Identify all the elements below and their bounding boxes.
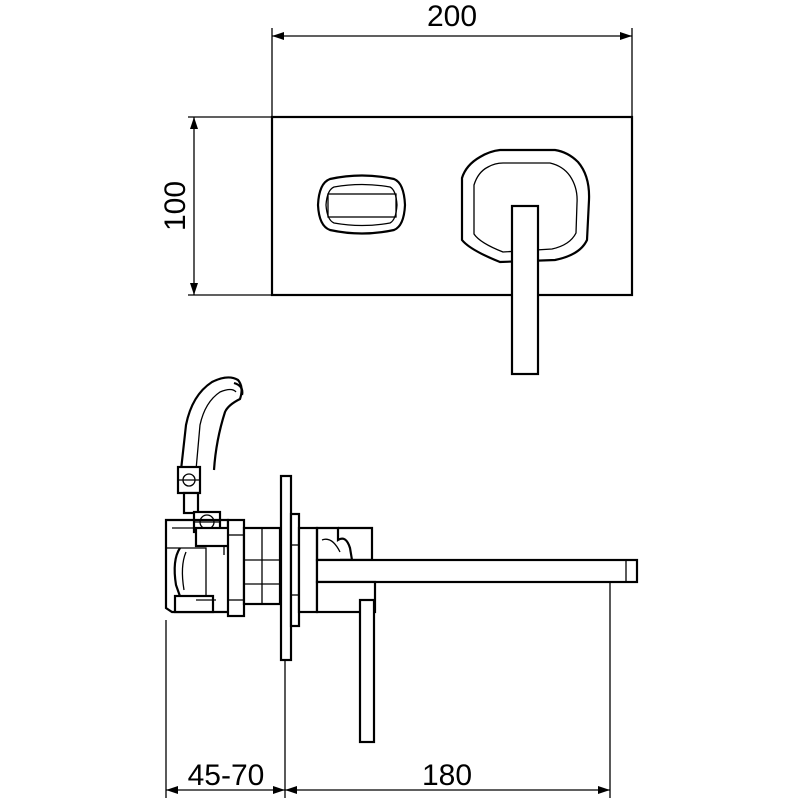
side-lever-handle <box>358 598 376 744</box>
supply-fittings <box>176 465 222 534</box>
wall-plate <box>270 115 634 297</box>
dimension-label-spout-projection: 180 <box>422 759 472 792</box>
lever-handle <box>510 204 540 376</box>
supply-pipe <box>179 376 244 471</box>
mixer-body <box>297 526 374 614</box>
valve-body <box>164 518 246 618</box>
dimension-label-plate-height: 100 <box>159 181 192 231</box>
dimension-label-wall-depth: 45-70 <box>188 759 265 792</box>
front-view: 200 100 <box>159 0 634 376</box>
wall-plate-edge <box>279 474 301 662</box>
side-view: 45-70 180 <box>164 376 639 798</box>
handle-rosette <box>460 148 591 264</box>
dimension-label-plate-width: 200 <box>427 0 477 33</box>
dimension-plate-width: 200 <box>271 0 633 117</box>
dimension-spout-projection: 180 <box>285 759 610 794</box>
dimension-wall-depth: 45-70 <box>166 759 285 794</box>
temperature-indicator <box>316 174 407 235</box>
dimension-plate-height: 100 <box>159 116 272 296</box>
dimension-extension-lines <box>165 582 611 798</box>
cartridge-housing <box>242 526 282 606</box>
